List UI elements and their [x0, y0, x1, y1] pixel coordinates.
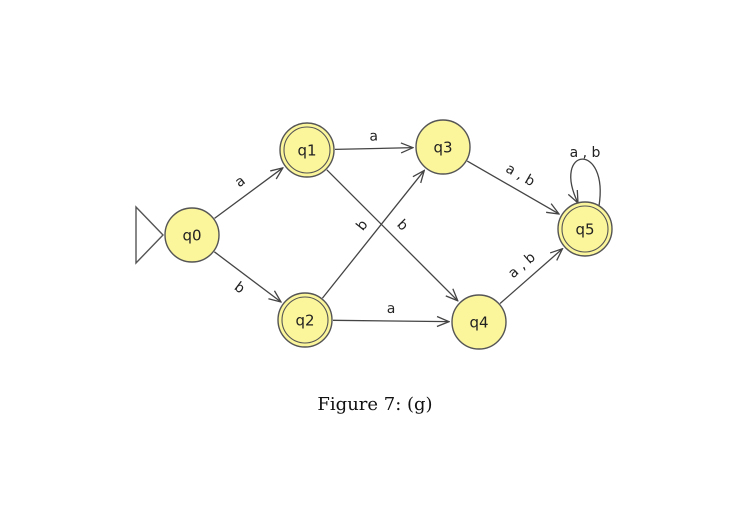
- transition-arrow: [326, 169, 458, 301]
- transition-label: a: [232, 173, 248, 191]
- transition-arrow: [332, 320, 449, 321]
- transition-arrow: [213, 251, 281, 302]
- state-label: q3: [433, 139, 452, 157]
- transition-q2-q4: a: [332, 301, 449, 322]
- transition-label: a: [387, 301, 396, 317]
- state-q2: q2: [277, 292, 333, 348]
- state-circle: [164, 207, 220, 263]
- transition-arrow: [499, 249, 562, 305]
- transition-q2-q3: b: [321, 170, 424, 299]
- transition-arrow: [214, 168, 283, 219]
- transition-label: a: [369, 128, 378, 144]
- state-label: q5: [575, 221, 594, 239]
- state-circle: [415, 119, 471, 175]
- state-circle: [557, 201, 613, 257]
- accepting-ring: [283, 126, 331, 174]
- transition-q0-q2: b: [213, 251, 281, 302]
- figure-caption: Figure 7: (g): [317, 394, 433, 415]
- accepting-ring: [561, 205, 609, 253]
- transition-label: b: [393, 217, 411, 235]
- transition-label: b: [231, 279, 248, 297]
- state-circle: [277, 292, 333, 348]
- initial-state-marker: [135, 205, 164, 265]
- state-label: q4: [469, 314, 488, 332]
- state-label: q1: [297, 142, 316, 160]
- transition-q1-q3: a: [334, 128, 413, 150]
- transition-arrow: [334, 148, 413, 150]
- state-label: q0: [182, 227, 201, 245]
- state-circle: [279, 122, 335, 178]
- state-circle: [451, 294, 507, 350]
- transition-arrow: [466, 160, 559, 214]
- state-q1: q1: [279, 122, 335, 178]
- transition-q1-q4: b: [326, 169, 458, 301]
- transition-label: a , b: [503, 161, 538, 190]
- transition-q0-q1: a: [214, 168, 283, 219]
- state-q5: q5: [557, 201, 613, 257]
- self-loop-label: a , b: [570, 145, 601, 161]
- transition-label: a , b: [505, 249, 539, 281]
- transition-arrow: [321, 170, 424, 299]
- transition-label: b: [353, 217, 371, 234]
- transition-q3-q5: a , b: [466, 160, 559, 214]
- state-label: q2: [295, 312, 314, 330]
- self-loop-arrow: [571, 158, 601, 207]
- state-q0: q0: [135, 205, 220, 265]
- transition-q5-q5: a , b: [570, 145, 601, 207]
- accepting-ring: [281, 296, 329, 344]
- transition-q4-q5: a , b: [499, 249, 562, 305]
- state-q3: q3: [415, 119, 471, 175]
- state-q4: q4: [451, 294, 507, 350]
